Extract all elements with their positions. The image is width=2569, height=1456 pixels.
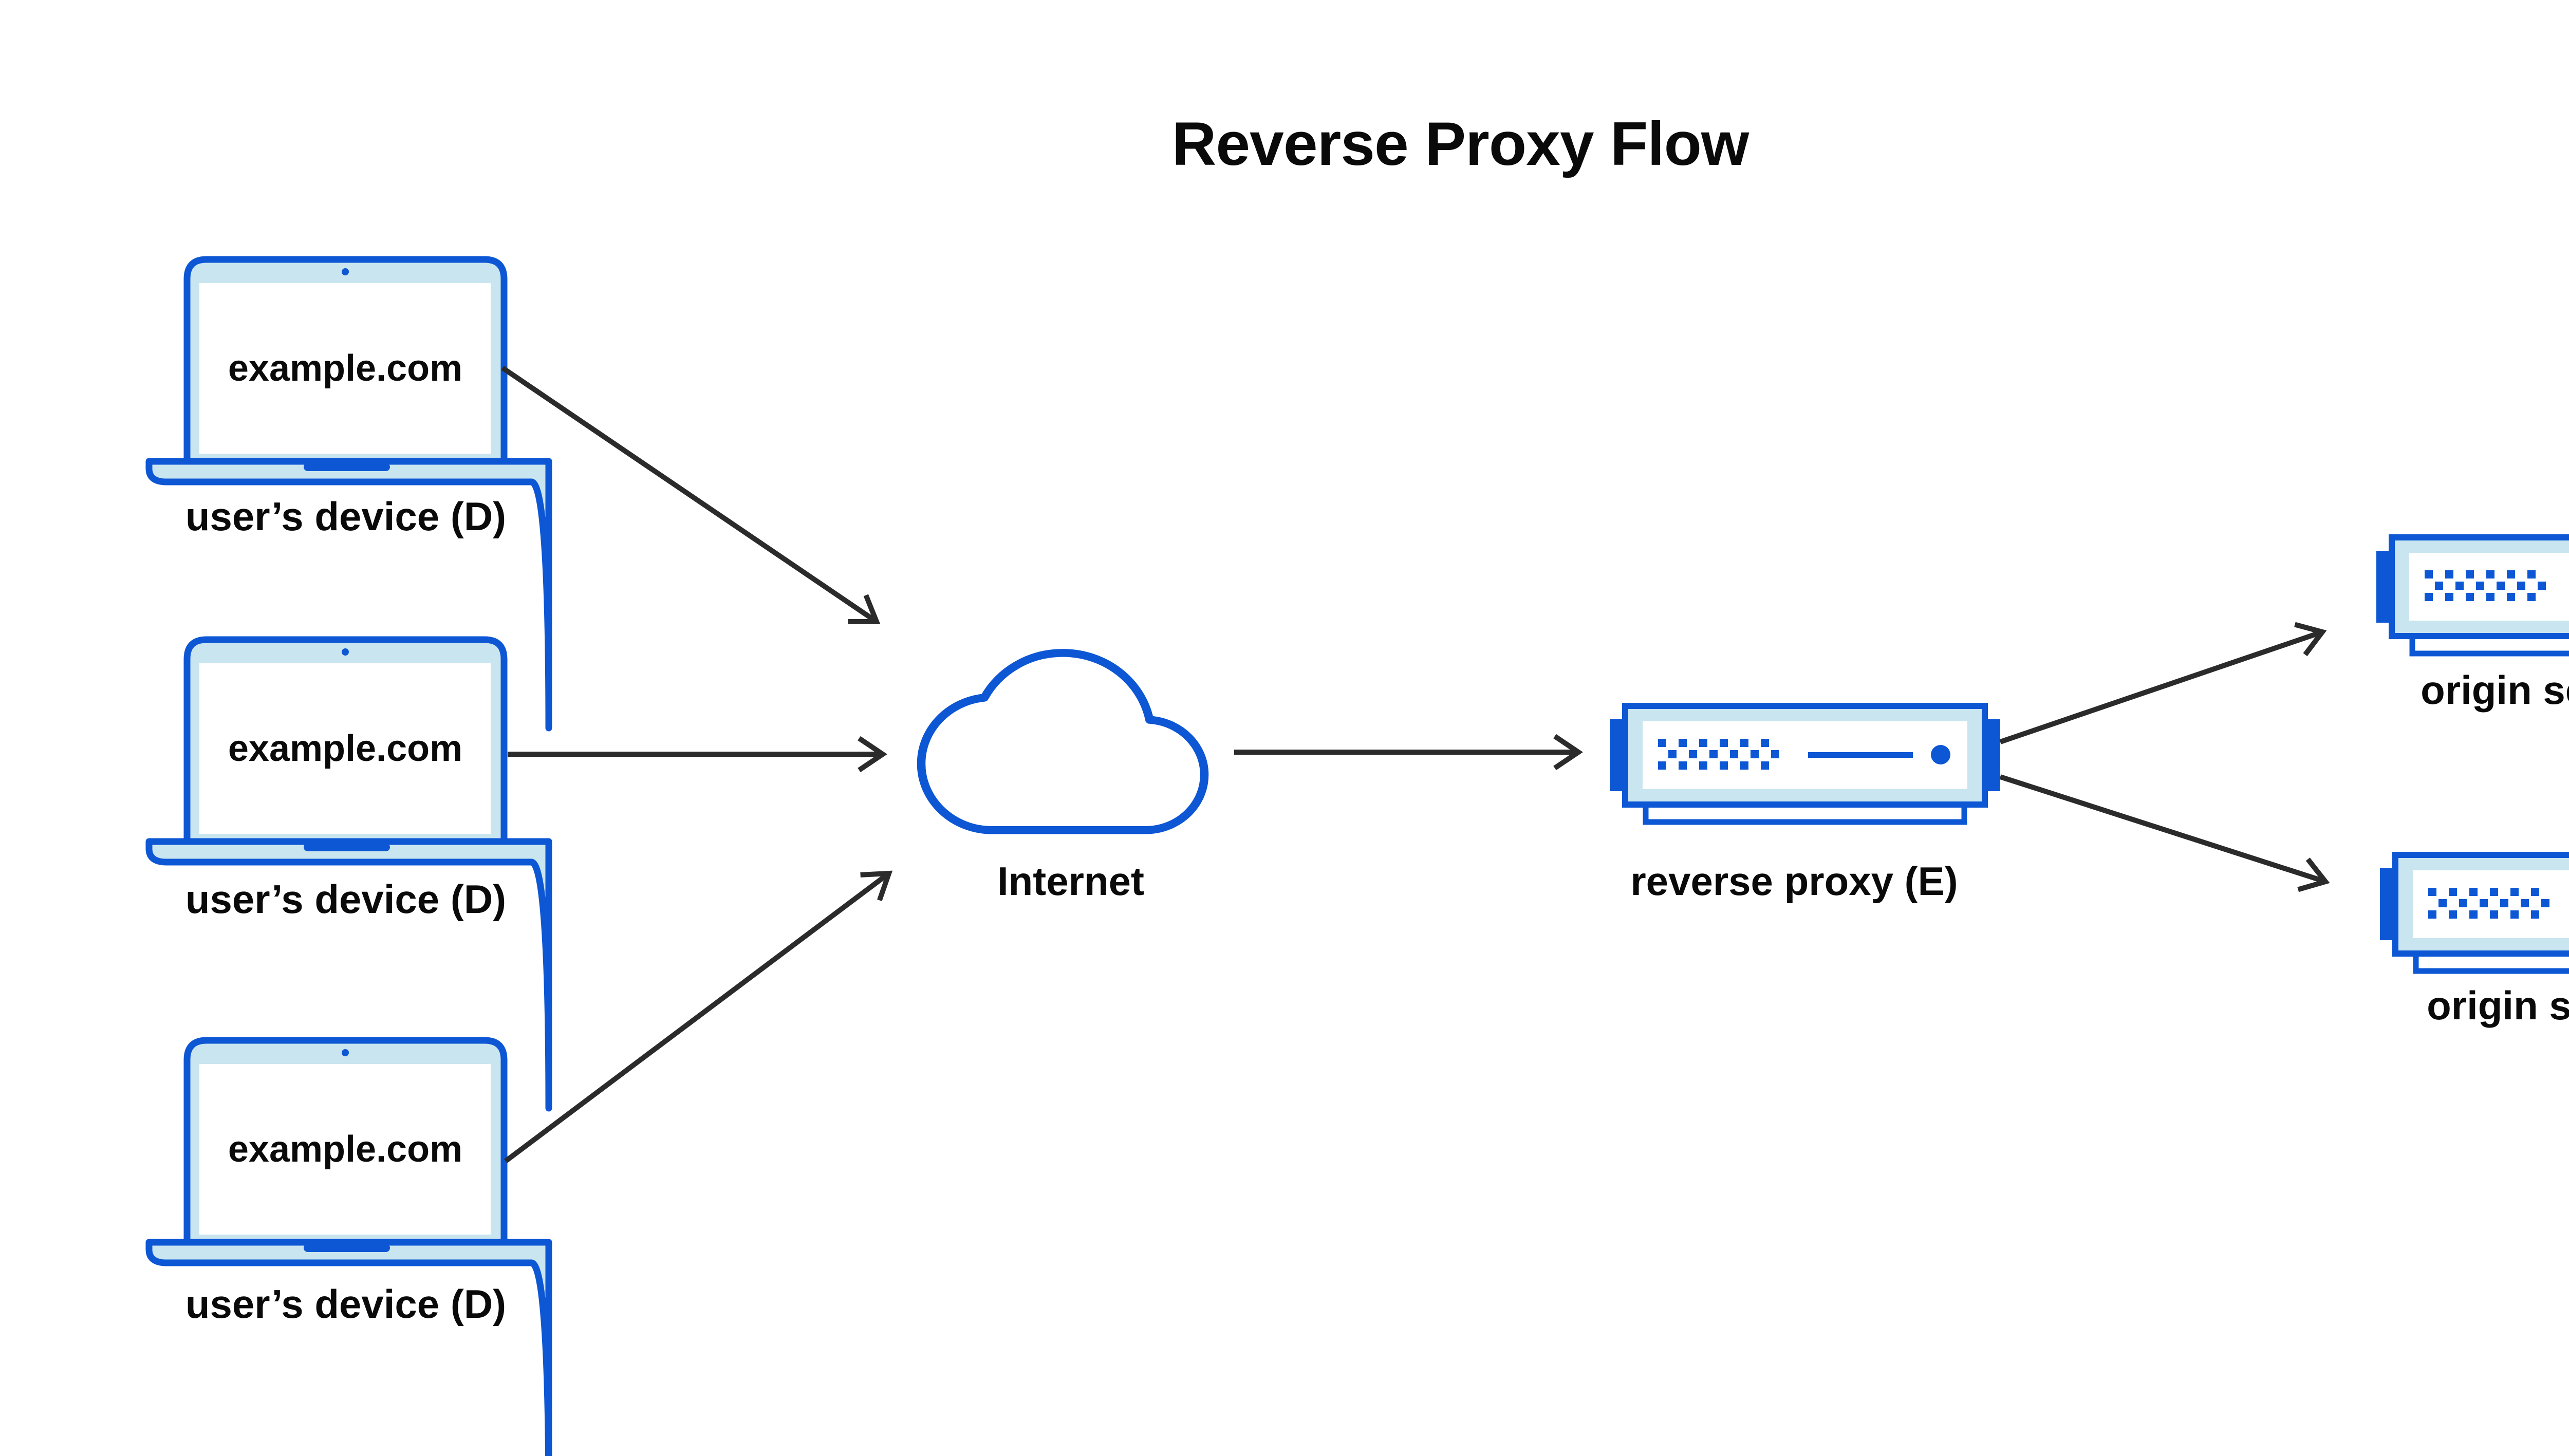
cloud-outline xyxy=(917,649,1209,834)
diagram-title: Reverse Proxy Flow xyxy=(1171,109,1749,178)
device-3-screen-text: example.com xyxy=(228,1129,463,1170)
reverse-proxy-label: reverse proxy (E) xyxy=(1630,858,1958,904)
origin-server-2-icon xyxy=(2380,855,2569,971)
device-2-screen-text: example.com xyxy=(228,728,463,769)
device-2-label: user’s device (D) xyxy=(185,876,507,922)
user-device-3-laptop-icon xyxy=(149,1040,549,1456)
internet-label: Internet xyxy=(997,858,1145,904)
origin-server-1-label: origin server (F) xyxy=(2421,667,2569,713)
device-3-label: user’s device (D) xyxy=(185,1281,507,1327)
reverse-proxy-server-icon xyxy=(1610,706,2000,822)
device-1-screen-text: example.com xyxy=(228,348,463,389)
arrow-device3-to-internet xyxy=(504,873,889,1163)
arrow-reverse-proxy-to-origin1 xyxy=(1999,632,2322,744)
internet-cloud-icon xyxy=(917,649,1209,834)
arrow-reverse-proxy-to-origin2 xyxy=(1999,774,2325,882)
arrow-device1-to-internet xyxy=(501,365,877,622)
origin-server-1-icon xyxy=(2376,537,2569,654)
origin-server-2-label: origin server (F) xyxy=(2427,983,2569,1028)
device-1-label: user’s device (D) xyxy=(185,494,507,539)
